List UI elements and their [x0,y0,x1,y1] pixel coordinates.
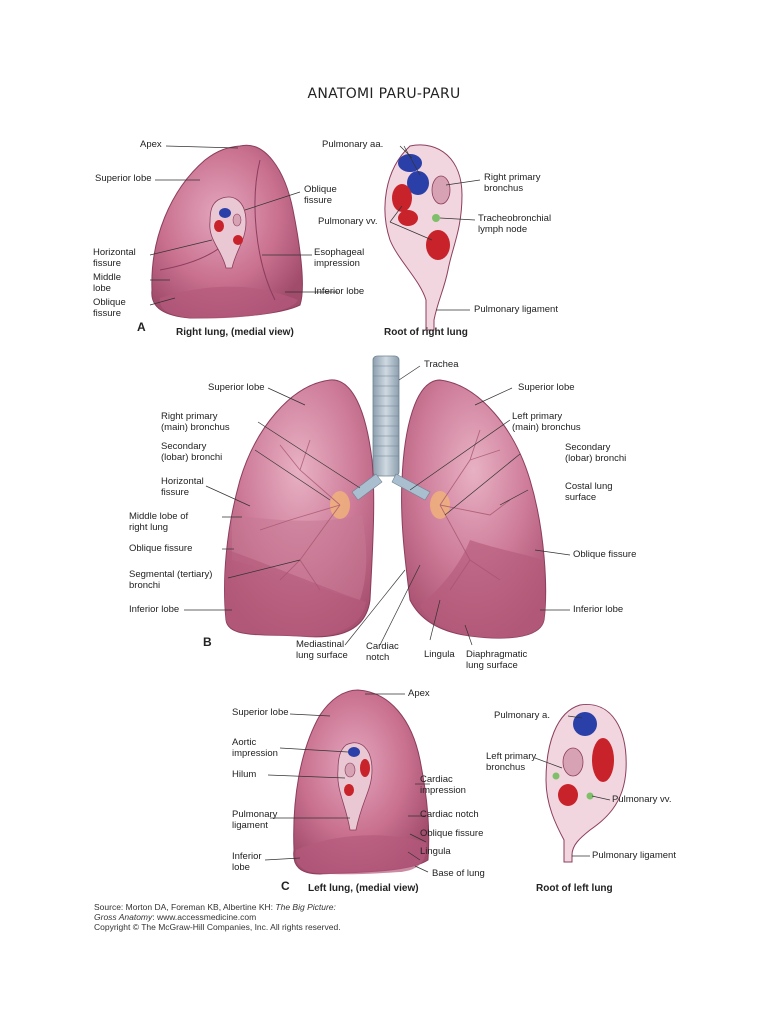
leader-lines [149,145,611,873]
label-lingula-c: Lingula [420,846,451,857]
label-secondary-bronchi-left-lung: Secondary (lobar) bronchi [565,442,627,464]
label-pulmonary-ligament-a: Pulmonary ligament [474,304,558,315]
left-root-vein-1 [592,738,614,782]
label-trachea: Trachea [424,359,459,370]
caption-right-lung: Right lung, (medial view) [176,327,294,338]
right-lung-hilum-artery [219,208,231,218]
source-line1-prefix: Source: Morton DA, Foreman KB, Albertine… [94,902,276,912]
label-aortic-impression: Aortic impression [232,737,278,759]
label-superior-lobe-b-right-lung: Superior lobe [208,382,265,393]
label-cardiac-notch-c: Cardiac notch [420,809,479,820]
label-inferior-lobe-c: Inferior lobe [232,851,262,873]
panel-letter-b: B [203,635,212,649]
left-lung-inferior-lobe [295,835,427,875]
label-mediastinal-lung-surface: Mediastinal lung surface [296,639,348,661]
label-middle-lobe-a: Middle lobe [93,272,121,294]
label-lingula-b: Lingula [424,649,455,660]
label-right-primary-bronchus-a: Right primary bronchus [484,172,541,194]
page-title: ANATOMI PARU-PARU [307,86,461,102]
right-lung-inferior-lobe [159,286,298,319]
panel-letter-a: A [137,320,146,334]
right-root-artery-2 [407,171,429,195]
label-horizontal-fissure-b: Horizontal fissure [161,476,204,498]
right-root-lymph-node [432,214,440,222]
left-lung-hilum-bronchus [344,762,356,778]
right-root-vein-3 [426,230,450,260]
label-oblique-fissure-a-top: Oblique fissure [304,184,337,206]
label-cardiac-notch-b: Cardiac notch [366,641,399,663]
label-oblique-fissure-a-bottom: Oblique fissure [93,297,126,319]
left-root-lymph-node-2 [586,792,594,800]
label-right-primary-bronchus-b: Right primary (main) bronchus [161,411,230,433]
label-inferior-lobe-b-left-lung: Inferior lobe [573,604,624,615]
right-lung-middle-lobe [232,515,367,600]
label-tracheobronchial-lymph-node: Tracheobronchial lymph node [478,213,552,235]
left-root-bronchus [562,747,584,777]
label-inferior-lobe-b-right-lung: Inferior lobe [129,604,180,615]
left-root-vein-2 [558,784,578,806]
root-of-right-lung [384,144,463,331]
label-superior-lobe-c: Superior lobe [232,707,289,718]
caption-root-left-lung: Root of left lung [536,883,613,894]
right-lung-inferior-lobe-b [224,550,366,637]
label-secondary-bronchi-right-lung: Secondary (lobar) bronchi [161,441,223,463]
label-oblique-fissure-b-left-lung: Oblique fissure [573,549,637,560]
label-pulmonary-a: Pulmonary a. [494,710,550,721]
label-pulmonary-aa: Pulmonary aa. [322,139,384,150]
left-lung-inferior-lobe-b [420,540,546,639]
right-lung-hilum-vein [214,220,224,232]
right-root-vein-2 [398,210,418,226]
label-pulmonary-ligament-root-c: Pulmonary ligament [592,850,676,861]
label-left-primary-bronchus-b: Left primary (main) bronchus [512,411,581,433]
label-pulmonary-ligament-c: Pulmonary ligament [232,809,278,831]
right-lung-fissure-line-2 [254,159,276,301]
source-copyright: Copyright © The McGraw-Hill Companies, I… [94,922,341,932]
source-url: : www.accessmedicine.com [152,912,257,922]
label-superior-lobe-b-left-lung: Superior lobe [518,382,575,393]
right-main-bronchus [351,473,383,501]
label-base-of-lung: Base of lung [432,868,485,879]
source-book-title-1: The Big Picture: [275,902,336,912]
left-lung-hilum-vein-2 [344,784,354,796]
left-root-artery [573,712,597,736]
label-superior-lobe-a: Superior lobe [95,173,152,184]
left-main-bronchus [391,473,431,501]
right-root-bronchus [431,175,451,205]
label-middle-lobe-right-lung: Middle lobe of right lung [129,511,189,533]
right-lung-medial-view [151,144,303,319]
root-of-left-lung [545,703,627,863]
left-lung-hilum-artery [348,747,360,757]
label-pulmonary-vv-a: Pulmonary vv. [318,216,378,227]
label-pulmonary-vv-c: Pulmonary vv. [612,794,672,805]
right-lung-hilum-vein-2 [233,235,243,245]
caption-left-lung: Left lung, (medial view) [308,883,419,894]
label-esophageal-impression: Esophageal impression [314,247,365,269]
label-oblique-fissure-c: Oblique fissure [420,828,484,839]
right-root-vein-1 [392,184,412,212]
label-inferior-lobe-a: Inferior lobe [314,286,365,297]
left-lung-medial-view [293,689,430,875]
source-credit: Source: Morton DA, Foreman KB, Albertine… [94,902,341,932]
label-apex-a: Apex [140,139,162,150]
panel-letter-c: C [281,879,290,893]
label-diaphragmatic-lung-surface: Diaphragmatic lung surface [466,649,528,671]
label-costal-lung-surface: Costal lung surface [565,481,613,503]
left-lung-hilum-vein [360,759,370,777]
lungs-anterior-view [224,355,547,639]
label-apex-c: Apex [408,688,430,699]
label-left-primary-bronchus-c: Left primary bronchus [486,751,537,773]
source-book-title-2: Gross Anatomy [94,912,153,922]
caption-root-right-lung: Root of right lung [384,327,468,338]
label-horizontal-fissure-a: Horizontal fissure [93,247,136,269]
label-cardiac-impression: Cardiac impression [420,774,466,796]
label-segmental-bronchi: Segmental (tertiary) bronchi [129,569,213,591]
right-lung-hilum-bronchus [232,213,242,227]
label-hilum: Hilum [232,769,257,780]
left-root-lymph-node-1 [552,772,560,780]
label-oblique-fissure-b-right-lung: Oblique fissure [129,543,193,554]
